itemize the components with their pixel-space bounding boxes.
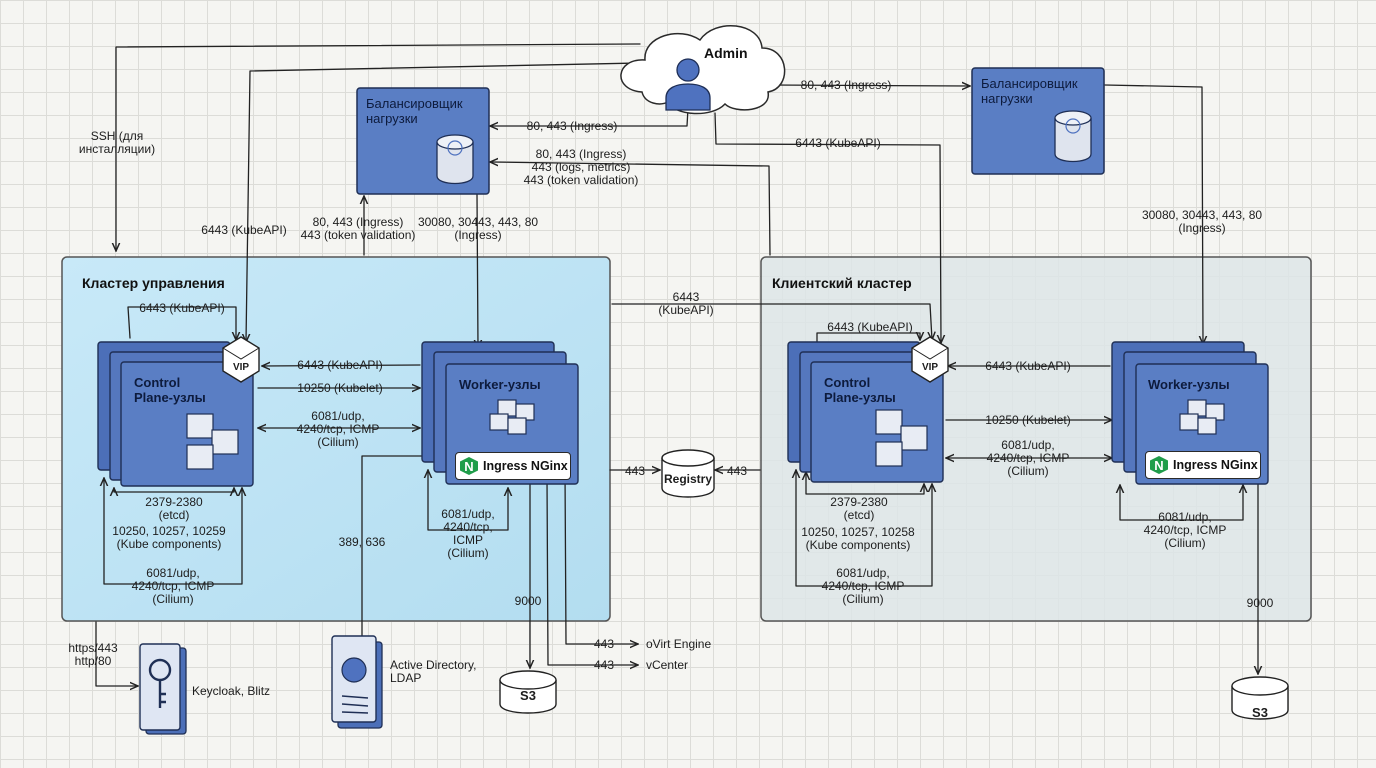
active-directory-icon [331, 635, 383, 729]
ovirt-label: oVirt Engine [646, 637, 712, 651]
ovirt-port-label: 443 [593, 637, 615, 651]
ldap-label: 389, 636 [338, 535, 386, 549]
reg-right-label: 443 [726, 464, 748, 478]
keycloak-port-label: https/443 http/80 [68, 641, 118, 668]
client-w-cilium-label: 6081/udp, 4240/tcp, ICMP (Cilium) [1143, 510, 1227, 550]
client-control-plane-title: Control Plane-узлы [824, 375, 896, 405]
admin-cloud [620, 25, 786, 115]
client-w-cilium-line [1120, 485, 1243, 521]
mgmt-cluster-title: Кластер управления [82, 275, 225, 291]
client-lb-title: Балансировщик нагрузки [981, 76, 1078, 106]
inter-kube-line [611, 303, 932, 340]
mgmt-ingress-nginx: N Ingress NGinx [455, 452, 571, 480]
mgmt-control-plane-title: Control Plane-узлы [134, 375, 206, 405]
keycloak-label: Keycloak, Blitz [192, 684, 271, 698]
mgmt-cubes-icon [186, 413, 239, 470]
mgmt-to-lb-label: 80, 443 (Ingress) 443 (token validation) [300, 215, 416, 242]
client-ingress-nginx: N Ingress NGinx [1145, 451, 1261, 479]
mgmt-lb-back-line [490, 162, 771, 256]
mgmt-workers-title: Worker-узлы [459, 377, 541, 392]
vcenter-label: vCenter [646, 658, 689, 672]
reg-left-label: 443 [624, 464, 646, 478]
admin-mgmt-kube-label: 6443 (KubeAPI) [201, 223, 287, 237]
ad-label: Active Directory, LDAP [390, 658, 477, 685]
nginx-icon: N [460, 457, 478, 475]
client-cluster-title: Клиентский кластер [772, 275, 912, 291]
client-lb-icon [1054, 110, 1092, 163]
ldap-line [362, 455, 449, 650]
client-loop-kube-line [816, 333, 920, 346]
mgmt-cp-cilium-line [104, 478, 242, 585]
client-cp-cilium-label: 6081/udp, 4240/tcp, ICMP (Cilium) [821, 566, 905, 606]
mgmt-worker-cubes-icon [489, 399, 535, 435]
mgmt-cilium-cp-w-label: 6081/udp, 4240/tcp, ICMP (Cilium) [296, 409, 380, 449]
s3-label: S3 [520, 688, 536, 703]
client-cilium-cp-w-label: 6081/udp, 4240/tcp, ICMP (Cilium) [986, 438, 1070, 478]
mgmt-kube-comp-label: 10250, 10257, 10259 (Kube components) [112, 524, 226, 551]
s3-db-icon [499, 670, 557, 714]
keycloak-key-icon [139, 643, 187, 735]
client-kubelet-label: 10250 (Kubelet) [985, 413, 1071, 427]
vcenter-line [546, 477, 638, 665]
client-worker-cubes-icon [1179, 399, 1225, 435]
client-cp-cilium-line [796, 470, 932, 587]
client-workers-title: Worker-узлы [1148, 377, 1230, 392]
admin-label: Admin [704, 45, 748, 61]
ssh-label: SSH (для инсталляции) [78, 129, 156, 156]
client-s3-port-label: 9000 [1246, 596, 1274, 610]
ssh-line [116, 43, 641, 251]
client-s3-db-icon [1231, 676, 1289, 720]
inter-kube-label: 6443 (KubeAPI) [658, 290, 714, 317]
client-cubes-icon [875, 409, 928, 467]
admin-client-kube-line [714, 112, 941, 343]
lb-to-workers-line [477, 193, 478, 348]
user-icon [665, 58, 711, 111]
mgmt-w-cp-kube-line [262, 365, 421, 366]
mgmt-w-cilium-line [428, 470, 508, 531]
client-s3-label: S3 [1252, 705, 1268, 720]
admin-client-lb-label: 80, 443 (Ingress) [800, 78, 892, 92]
mgmt-loop-kube-label: 6443 (KubeAPI) [139, 301, 225, 315]
mgmt-lb-icon [436, 134, 474, 185]
mgmt-etcd-label: 2379-2380 (etcd) [145, 495, 203, 522]
mgmt-w-cilium-label: 6081/udp, 4240/tcp, ICMP (Cilium) [441, 507, 495, 560]
mgmt-cp-cilium-label: 6081/udp, 4240/tcp, ICMP (Cilium) [131, 566, 215, 606]
admin-mgmt-kube-line [246, 62, 641, 342]
registry-db-icon [661, 449, 715, 498]
mgmt-w-cp-kube-label: 6443 (KubeAPI) [297, 358, 383, 372]
mgmt-lb-title: Балансировщик нагрузки [366, 96, 463, 126]
nginx-icon: N [1150, 456, 1168, 474]
client-loop-kube-label: 6443 (KubeAPI) [827, 320, 913, 334]
lb-to-workers-label: 30080, 30443, 443, 80 (Ingress) [417, 215, 539, 242]
mgmt-loop-kube-line [127, 306, 236, 340]
registry-label: Registry [663, 472, 713, 486]
mgmt-lb-back-label: 80, 443 (Ingress) 443 (logs, metrics) 44… [523, 147, 639, 187]
admin-mgmt-lb-label: 80, 443 (Ingress) [526, 119, 618, 133]
vcenter-port-label: 443 [593, 658, 615, 672]
s3-port-label: 9000 [514, 594, 542, 608]
client-kube-comp-label: 10250, 10257, 10258 (Kube components) [801, 525, 915, 552]
admin-client-lb-line [769, 85, 970, 86]
admin-client-kube-label: 6443 (KubeAPI) [795, 136, 881, 150]
mgmt-kubelet-label: 10250 (Kubelet) [297, 381, 383, 395]
admin-mgmt-lb-line [490, 107, 689, 126]
client-etcd-label: 2379-2380 (etcd) [830, 495, 888, 522]
ovirt-line [564, 469, 638, 644]
mgmt-vip-label: VIP [232, 362, 250, 373]
client-vip-badge [911, 336, 949, 383]
client-w-cp-kube-label: 6443 (KubeAPI) [985, 359, 1071, 373]
keycloak-line [95, 621, 138, 686]
mgmt-vip-badge [222, 336, 260, 383]
client-lb-to-workers-line [1104, 84, 1203, 344]
client-lb-to-workers-label: 30080, 30443, 443, 80 (Ingress) [1141, 208, 1263, 235]
client-vip-label: VIP [921, 362, 939, 373]
